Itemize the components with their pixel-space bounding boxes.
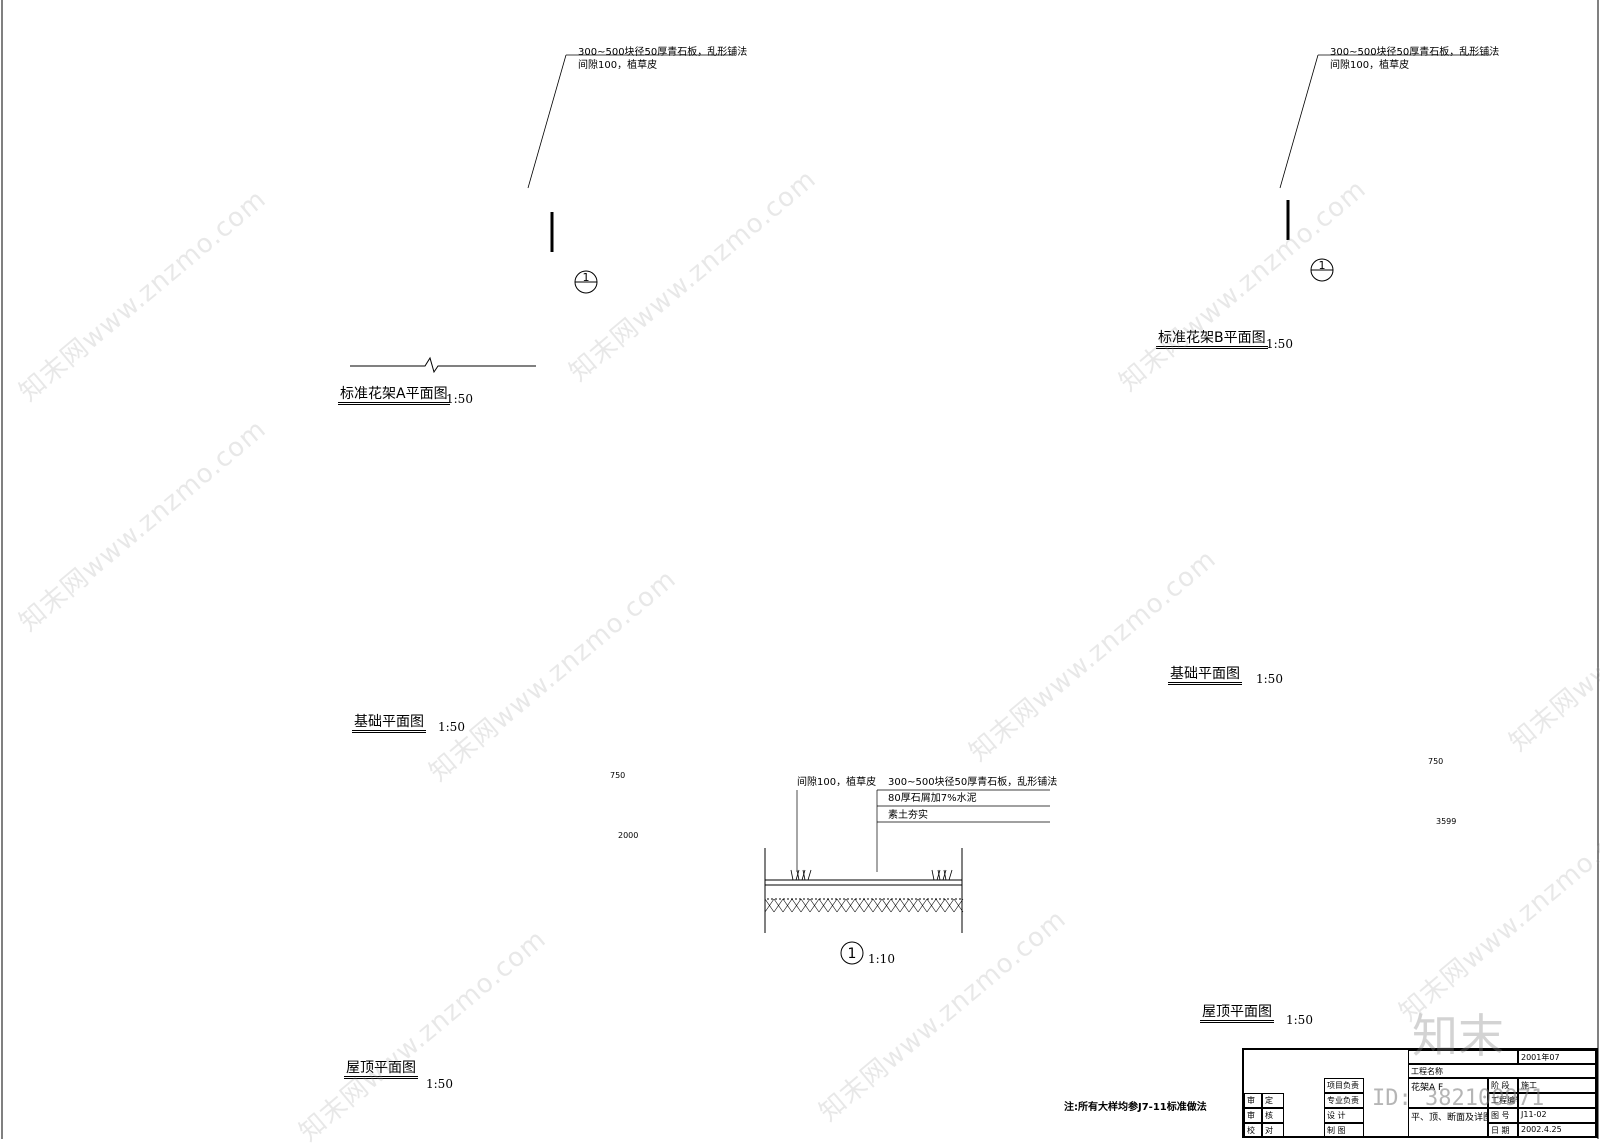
foundation-a-scale: 1:50 bbox=[438, 720, 465, 734]
drawing-labels: 1234556°14°314414°314414°314414°3144AB40… bbox=[583, 259, 1457, 962]
detail-stone-layer bbox=[764, 879, 963, 886]
note-leader bbox=[527, 54, 567, 189]
foundation-b-scale: 1:50 bbox=[1256, 672, 1283, 686]
plan-b-title: 标准花架B平面图 bbox=[1156, 330, 1268, 349]
dim-roof-edge: 750 bbox=[610, 771, 625, 780]
tb-kind: 施工 bbox=[1518, 1078, 1596, 1093]
detail-gravel-layer bbox=[764, 884, 963, 900]
detail-soil-hatch bbox=[800, 898, 811, 913]
plan-b-scale: 1:50 bbox=[1266, 337, 1293, 351]
roof-a-title: 屋顶平面图 bbox=[344, 1060, 418, 1079]
plan-a-scale: 1:50 bbox=[446, 392, 473, 406]
detail-gravel-note: 80厚石屑加7%水泥 bbox=[888, 793, 977, 804]
grass-blade bbox=[937, 869, 941, 881]
note-leader bbox=[1279, 54, 1319, 189]
tb-year-value bbox=[1518, 1093, 1596, 1108]
detail-soil-hatch bbox=[899, 898, 910, 913]
footnote: 注:所有大样均参J7-11标准做法 bbox=[1064, 1102, 1207, 1113]
tb-approve: 定 bbox=[1262, 1093, 1284, 1108]
tb-year-label: 工程编号 bbox=[1488, 1093, 1518, 1108]
tb-class-label: 阶 段 bbox=[1488, 1078, 1518, 1093]
tb-verify: 对 bbox=[1262, 1123, 1284, 1138]
detail-soil-hatch bbox=[926, 898, 937, 913]
dim-roof-depth: 3599 bbox=[1436, 817, 1456, 826]
tb-draw: 制 图 bbox=[1324, 1123, 1364, 1138]
detail-soil-hatch bbox=[917, 898, 928, 913]
detail-stone-note: 300~500块径50厚青石板，乱形铺法 bbox=[888, 777, 1058, 788]
detail-soil-hatch bbox=[881, 898, 892, 913]
detail-soil-hatch bbox=[863, 898, 874, 913]
detail-soil-hatch bbox=[935, 898, 946, 913]
grass-blade bbox=[936, 869, 941, 881]
grass-blade bbox=[790, 869, 794, 881]
detail-soil-hatch bbox=[827, 898, 838, 913]
detail-bubble-label: 1 bbox=[848, 946, 857, 962]
detail-soil-hatch bbox=[908, 898, 919, 913]
grass-blade bbox=[801, 869, 806, 881]
roof-b-scale: 1:50 bbox=[1286, 1013, 1313, 1027]
tb-check2-b: 核 bbox=[1262, 1108, 1284, 1123]
plan-a-title: 标准花架A平面图 bbox=[338, 386, 450, 405]
grass-blade bbox=[943, 869, 947, 881]
detail-soil-hatch bbox=[809, 898, 820, 913]
detail-bubble bbox=[840, 941, 864, 965]
plan-b-grass-note: 间隙100，植草皮 bbox=[1330, 60, 1410, 71]
detail-soil-hatch bbox=[953, 898, 964, 913]
tb-num-label: 图 号 bbox=[1488, 1108, 1518, 1123]
detail-soil-hatch bbox=[773, 898, 784, 913]
detail-soil-hatch bbox=[764, 898, 775, 913]
detail-soil-hatch bbox=[818, 898, 829, 913]
break-line bbox=[350, 356, 536, 374]
tb-spec-lead: 专业负责 bbox=[1324, 1093, 1364, 1108]
tb-review: 审 bbox=[1244, 1093, 1262, 1108]
grass-blade bbox=[942, 869, 947, 881]
detail-soil-hatch bbox=[944, 898, 955, 913]
detail-grass-note: 间隙100，植草皮 bbox=[797, 777, 877, 788]
tb-date: 2002.4.25 bbox=[1518, 1123, 1596, 1138]
detail-soil-hatch bbox=[845, 898, 856, 913]
detail-soil-hatch bbox=[791, 898, 802, 913]
grass-blade bbox=[807, 869, 812, 881]
tb-row1-right: 2001年07 bbox=[1518, 1050, 1596, 1064]
detail-soil-hatch bbox=[836, 898, 847, 913]
grass-blade bbox=[802, 869, 806, 881]
plan-b-paving-note: 300~500块径50厚青石板，乱形铺法 bbox=[1330, 47, 1500, 58]
tb-drawing-name: 平、顶、断面及详图结构 bbox=[1408, 1108, 1488, 1138]
section-mark-label: 1 bbox=[583, 271, 590, 284]
roof-b-title: 屋顶平面图 bbox=[1200, 1004, 1274, 1023]
tb-proj-lead: 项目负责 bbox=[1324, 1078, 1364, 1093]
tb-blank bbox=[1408, 1050, 1518, 1064]
grass-blade bbox=[931, 869, 935, 881]
detail-1-scale: 1:10 bbox=[868, 952, 895, 966]
tb-check: 校 bbox=[1244, 1123, 1262, 1138]
detail-soil-note: 素土夯实 bbox=[888, 810, 928, 821]
tb-date-label: 日 期 bbox=[1488, 1123, 1518, 1138]
roof-a-scale: 1:50 bbox=[426, 1077, 453, 1091]
foundation-a-title: 基础平面图 bbox=[352, 714, 426, 733]
foundation-b-title: 基础平面图 bbox=[1168, 666, 1242, 685]
detail-soil-hatch bbox=[872, 898, 883, 913]
section-mark-label: 1 bbox=[1319, 259, 1326, 272]
detail-soil-hatch bbox=[890, 898, 901, 913]
plan-a-paving-note: 300~500块径50厚青石板，乱形铺法 bbox=[578, 47, 748, 58]
brand-logo: 知末 bbox=[1412, 1009, 1504, 1063]
tb-drawing-short: 花架A F bbox=[1408, 1078, 1488, 1108]
title-block: 2001年07 工程名称 项目负责 专业负责 设 计 制 图 审 定 审 核 校… bbox=[1242, 1048, 1598, 1138]
dim-roof-edge: 750 bbox=[1428, 757, 1443, 766]
detail-soil-hatch bbox=[854, 898, 865, 913]
tb-design: 设 计 bbox=[1324, 1108, 1364, 1123]
detail-soil-hatch bbox=[782, 898, 793, 913]
plan-a-grass-note: 间隙100，植草皮 bbox=[578, 60, 658, 71]
tb-code: J11-02 bbox=[1518, 1108, 1596, 1123]
grass-blade bbox=[795, 869, 800, 881]
brand-id: ID: 382100971 bbox=[1372, 1086, 1545, 1111]
tb-project: 工程名称 bbox=[1408, 1064, 1596, 1078]
tb-check2-a: 审 bbox=[1244, 1108, 1262, 1123]
grass-blade bbox=[948, 869, 953, 881]
dim-roof-depth: 2000 bbox=[618, 831, 638, 840]
